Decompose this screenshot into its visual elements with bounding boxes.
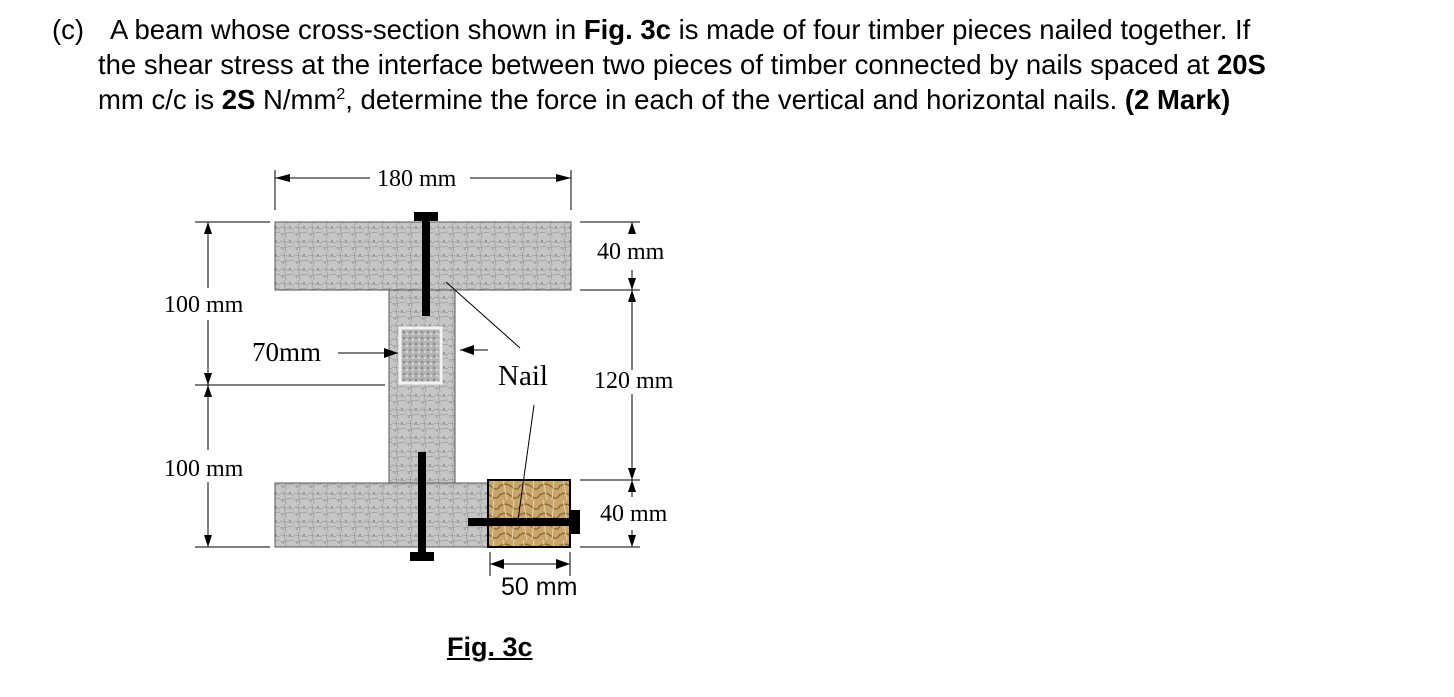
bottom-timber-block	[487, 479, 571, 548]
question-text: (c) A beam whose cross-section shown in F…	[52, 12, 1432, 117]
question-line-3: mm c/c is 2S N/mm2, determine the force …	[52, 82, 1432, 117]
nail-spacing-value: 20S	[1216, 49, 1266, 80]
stress-unit: N/mm	[255, 84, 337, 115]
web-section-highlight	[398, 326, 443, 385]
vertical-nail-top	[414, 212, 438, 316]
web	[388, 289, 456, 484]
question-text-part: A beam whose cross-section shown in	[110, 14, 584, 45]
stress-unit-exponent: 2	[336, 85, 346, 103]
question-line-2: the shear stress at the interface betwee…	[52, 47, 1432, 82]
question-line-1: (c) A beam whose cross-section shown in F…	[52, 12, 1432, 47]
nail-label: Nail	[498, 360, 548, 392]
question-text-part: is made of four timber pieces nailed tog…	[670, 14, 1251, 45]
dim-flange-bottom: 40 mm	[600, 501, 668, 527]
dim-block-width: 50 mm	[501, 573, 577, 601]
dim-web-width: 70mm	[252, 337, 321, 367]
figure-caption: Fig. 3c	[447, 632, 533, 662]
bottom-flange-left	[274, 482, 489, 548]
question-text-part: , determine the force in each of the ver…	[345, 84, 1125, 115]
vertical-nail-bottom	[410, 452, 434, 561]
dim-upper-half: 100 mm	[164, 292, 244, 318]
figure-reference: Fig. 3c	[583, 14, 671, 45]
shear-stress-value: 2S	[221, 84, 256, 115]
dim-top-width: 180 mm	[377, 166, 457, 192]
dim-lower-half: 100 mm	[164, 456, 244, 482]
horizontal-nail	[468, 510, 580, 534]
marks-label: (2 Mark)	[1124, 84, 1231, 115]
dimension-lines	[195, 170, 640, 576]
question-label: (c)	[52, 14, 85, 45]
question-text-part: the shear stress at the interface betwee…	[98, 49, 1217, 80]
dim-web-height: 120 mm	[594, 368, 674, 394]
question-text-part: mm c/c is	[98, 84, 222, 115]
dim-flange-top: 40 mm	[597, 239, 665, 265]
dimension-arrowheads	[204, 174, 636, 569]
